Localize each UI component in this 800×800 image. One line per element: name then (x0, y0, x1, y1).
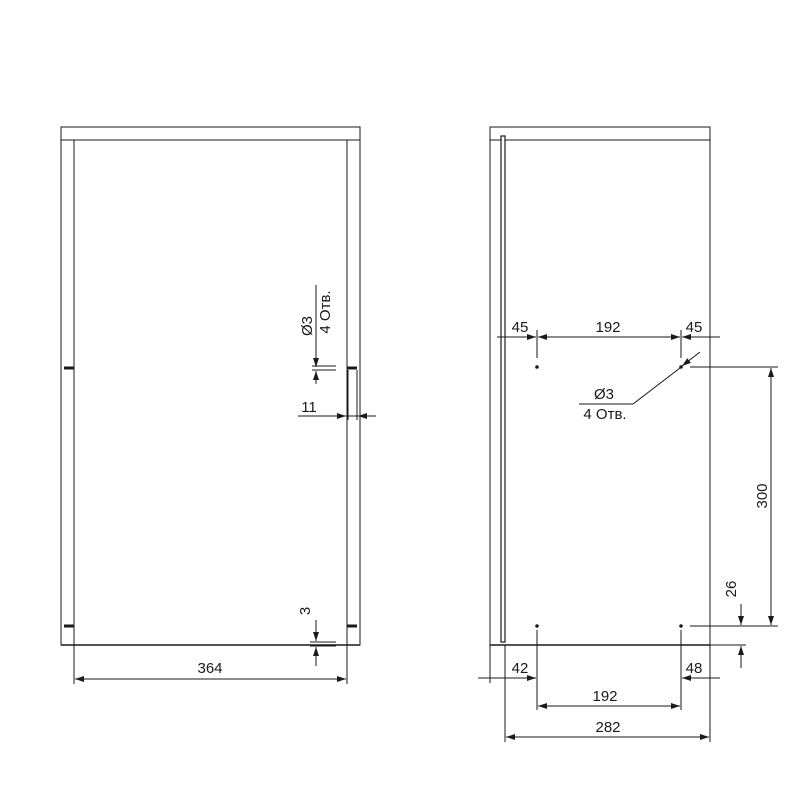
side-top-panel (489, 126, 711, 141)
side-dim-282-label: 282 (595, 719, 620, 736)
front-dim-364-label: 364 (197, 660, 222, 677)
side-dim-26-label: 26 (723, 581, 740, 598)
side-dim-192-bottom-label: 192 (592, 688, 617, 705)
side-hole-top-right (679, 365, 683, 369)
front-inner-cavity (73, 139, 348, 646)
side-hole-callout: Ø3 4 Отв. (579, 351, 701, 423)
side-dim-42-label: 42 (512, 660, 529, 677)
side-hole-bottom-left (535, 624, 539, 628)
front-right-panel (346, 139, 361, 646)
side-dim-bottom-row: 42 48 (478, 630, 720, 710)
side-door-edge (500, 135, 506, 643)
front-top-panel (60, 126, 361, 141)
side-dim-282: 282 (504, 645, 711, 742)
side-hole-bottom-right (679, 624, 683, 628)
side-dim-45-right-label: 45 (686, 319, 703, 336)
side-dim-45-left-label: 45 (512, 319, 529, 336)
side-dim-192-top-label: 192 (595, 319, 620, 336)
front-dim-11-label: 11 (301, 399, 317, 416)
front-hole-diameter-label: Ø3 (299, 316, 316, 336)
front-dim-3-label: 3 (297, 607, 314, 615)
front-hole-count-label: 4 Отв. (317, 290, 334, 333)
side-dim-top-row: 45 192 45 (497, 319, 720, 358)
side-dim-48-label: 48 (686, 660, 703, 677)
side-dim-26: 26 (710, 581, 746, 668)
side-dim-300: 300 (690, 366, 778, 627)
front-dim-364: 364 (73, 645, 348, 684)
side-hole-diameter-label: Ø3 (594, 386, 614, 403)
front-dim-3: 3 (297, 607, 336, 666)
side-dim-192-bottom: 192 (538, 688, 680, 709)
front-hole-callout: Ø3 4 Отв. (299, 285, 336, 384)
side-hole-top-left (535, 365, 539, 369)
side-dim-300-label: 300 (754, 483, 771, 508)
front-view: Ø3 4 Отв. 11 3 364 (60, 126, 376, 684)
side-hole-count-label: 4 Отв. (583, 406, 626, 423)
front-dim-11: 11 (298, 370, 376, 420)
side-view: 45 192 45 Ø3 4 Отв. 300 26 (478, 126, 778, 742)
front-left-panel (60, 139, 75, 646)
